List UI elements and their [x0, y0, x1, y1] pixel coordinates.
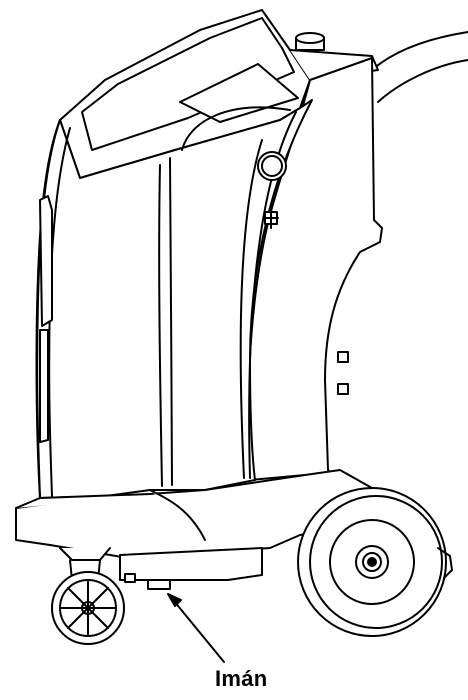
front-bezel — [36, 119, 71, 499]
rear-fittings — [337, 351, 349, 395]
side-valve-icon — [263, 205, 279, 229]
magnet-icon — [124, 573, 171, 590]
top-connector — [295, 32, 325, 51]
side-gauge-icon — [257, 151, 287, 181]
panel-seam-1 — [169, 157, 173, 486]
panel-seam-4 — [239, 139, 263, 479]
lower-chassis — [15, 469, 373, 581]
rear-wheel — [297, 487, 453, 637]
service-hose — [371, 31, 468, 71]
panel-seam-5 — [248, 111, 297, 479]
magnet-callout-label: Imán — [215, 666, 268, 691]
service-hose-inner — [377, 59, 468, 103]
panel-seam-2 — [158, 164, 163, 487]
magnet-pointer-arrow — [167, 593, 225, 663]
panel-seam-3 — [181, 106, 291, 151]
caster-wheel — [51, 547, 125, 645]
